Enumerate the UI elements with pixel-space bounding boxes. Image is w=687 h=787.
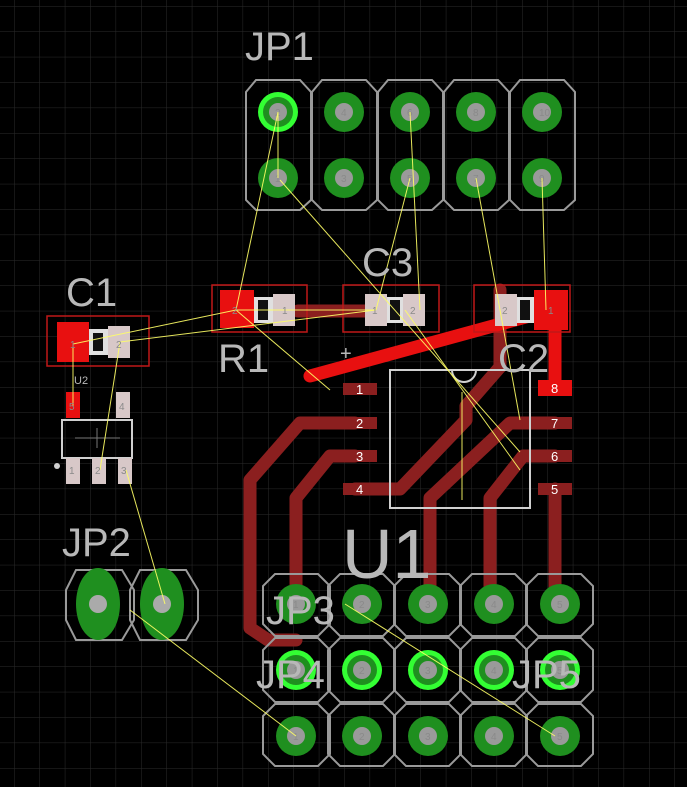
header-row2-pad-4[interactable]: 4 — [474, 650, 514, 690]
jp1-pad-1-number: 1 — [275, 174, 281, 185]
jp1-pad-3-number: 3 — [341, 174, 347, 185]
u2-pin-3: 3 — [121, 466, 127, 477]
r1-label: R1 — [218, 337, 269, 381]
c3-pin-2: 2 — [410, 306, 416, 317]
header-row3-pad-2[interactable]: 2 — [342, 716, 382, 756]
header-row3-pad-5-number: 5 — [557, 732, 563, 743]
u1-pin-7: 7 — [551, 416, 558, 431]
header-row3-pad-4[interactable]: 4 — [474, 716, 514, 756]
c2-pin-2: 2 — [502, 306, 508, 317]
smd-pads[interactable] — [54, 290, 572, 495]
r1-pin-2: 2 — [232, 306, 238, 317]
jp1-pad-8-number: 8 — [473, 108, 479, 119]
header-row1-pad-3[interactable]: 3 — [408, 584, 448, 624]
u1-pin-8: 8 — [551, 381, 558, 396]
u1-pin-5: 5 — [551, 482, 558, 497]
u2-pin-1: 1 — [69, 466, 75, 477]
header-row1-pad-5[interactable]: 5 — [540, 584, 580, 624]
u2-pin-5: 5 — [69, 402, 75, 413]
u1-pin-4: 4 — [356, 482, 363, 497]
jp1-pad-8[interactable]: 8 — [456, 92, 496, 132]
c3-label: C3 — [362, 241, 413, 285]
header-row3-pad-4-number: 4 — [491, 732, 497, 743]
u1-pin-numbers: 1 2 3 4 8 7 6 5 — [356, 381, 558, 497]
jp4-label: JP4 — [256, 653, 325, 697]
silk-labels: JP1 C1 R1 C3 C2 JP2 U1 JP3 JP4 JP5 U2 + — [62, 25, 581, 697]
jp1-pad-10[interactable]: 10 — [522, 92, 562, 132]
jp1-pad-4[interactable]: 4 — [324, 92, 364, 132]
jp1-outline — [245, 79, 576, 211]
u1-pin-3: 3 — [356, 449, 363, 464]
header-row1-pad-4-number: 4 — [491, 600, 497, 611]
u1-pin-2: 2 — [356, 416, 363, 431]
c2-pin-1: 1 — [548, 306, 554, 317]
header-row2-pad-2[interactable]: 2 — [342, 650, 382, 690]
smd-outlines — [46, 284, 571, 367]
c1-pin-2: 2 — [116, 340, 122, 351]
header-row3-pad-1-number: 1 — [293, 732, 299, 743]
header-row1-pad-4[interactable]: 4 — [474, 584, 514, 624]
u2-pin-2: 2 — [95, 466, 101, 477]
header-row2-pad-4-number: 4 — [491, 666, 497, 677]
airwires — [72, 111, 556, 737]
c1-pin-1: 1 — [70, 340, 76, 351]
header-row2-pad-3-number: 3 — [425, 666, 431, 677]
jp1-pad-10-number: 10 — [539, 108, 551, 119]
u2-label: U2 — [74, 375, 88, 387]
jp2-label: JP2 — [62, 521, 131, 565]
header-row1-pad-2[interactable]: 2 — [342, 584, 382, 624]
header-row1-pad-2-number: 2 — [359, 600, 365, 611]
header-row2-pad-1[interactable]: 1 — [276, 650, 316, 690]
u1-pin-6: 6 — [551, 449, 558, 464]
jp1-pad-3[interactable]: 3 — [324, 158, 364, 198]
c3-pin-1: 1 — [372, 306, 378, 317]
u1-body — [389, 369, 531, 509]
header-row2-pad-3[interactable]: 3 — [408, 650, 448, 690]
header-row1-pad-3-number: 3 — [425, 600, 431, 611]
u1-pin-1: 1 — [356, 382, 363, 397]
header-row1-pad-5-number: 5 — [557, 600, 563, 611]
header-row1-pad-1-number: 1 — [293, 600, 299, 611]
header-row3-pad-2-number: 2 — [359, 732, 365, 743]
u1-plus-marker: + — [340, 343, 352, 365]
header-row3-pad-3[interactable]: 3 — [408, 716, 448, 756]
c2-label: C2 — [498, 337, 549, 381]
jp1-label: JP1 — [245, 25, 314, 69]
header-row2-pad-5-number: 5 — [557, 666, 563, 677]
header-outline — [262, 573, 594, 767]
header-row2-pad-5[interactable]: 5 — [540, 650, 580, 690]
header-row3-pad-5[interactable]: 5 — [540, 716, 580, 756]
jp1-pad-4-number: 4 — [341, 108, 347, 119]
u2-pin-4: 4 — [119, 402, 125, 413]
pad-numbers: 1 2 2 1 1 2 2 1 5 4 1 2 3 — [69, 306, 554, 477]
header-row3-pad-3-number: 3 — [425, 732, 431, 743]
r1-pin-1: 1 — [282, 306, 288, 317]
jp3-label: JP3 — [266, 589, 335, 633]
c1-label: C1 — [66, 271, 117, 315]
u1-label: U1 — [342, 515, 431, 593]
jp5-label: JP5 — [512, 653, 581, 697]
header-row2-pad-2-number: 2 — [359, 666, 365, 677]
header-row1-pad-1[interactable]: 1 — [276, 584, 316, 624]
silkscreen — [61, 79, 594, 767]
header-row2-pad-1-number: 1 — [293, 666, 299, 677]
